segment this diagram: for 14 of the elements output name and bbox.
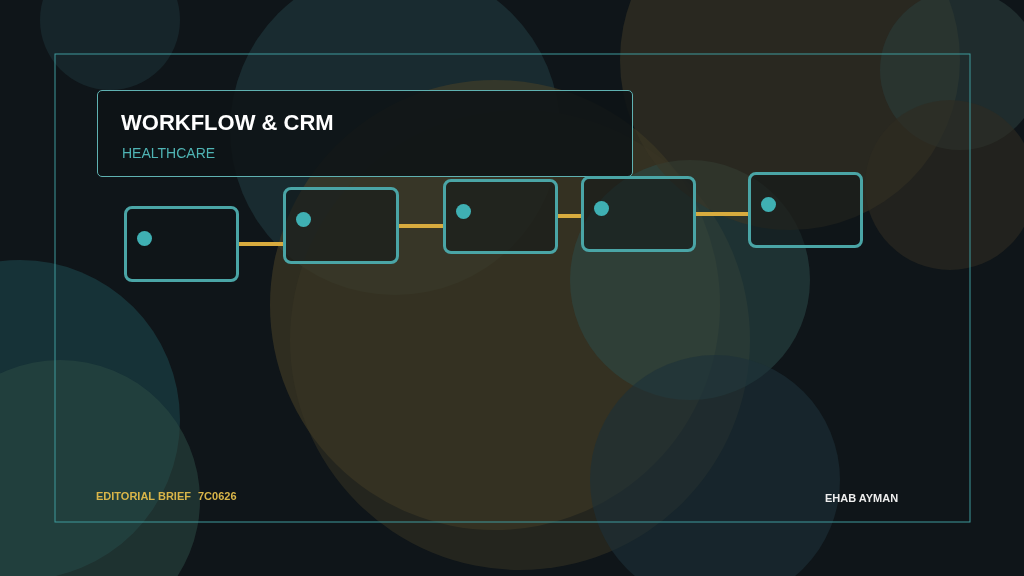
step-box — [283, 187, 399, 264]
connector-line — [239, 242, 283, 246]
subtitle-text: HEALTHCARE — [122, 145, 216, 161]
connector-line — [399, 224, 443, 228]
connector-line — [696, 212, 748, 216]
step-box — [443, 179, 558, 254]
code-text: 7C0626 — [198, 490, 237, 502]
author-name: EHAB AYMAN — [825, 492, 899, 504]
step-box — [748, 172, 863, 248]
connector-line — [558, 214, 581, 218]
step-box — [124, 206, 239, 282]
footer-text: EDITORIAL BRIEF — [96, 490, 191, 502]
step-box — [581, 176, 696, 252]
title-text: WORKFLOW & CRM — [121, 110, 334, 136]
